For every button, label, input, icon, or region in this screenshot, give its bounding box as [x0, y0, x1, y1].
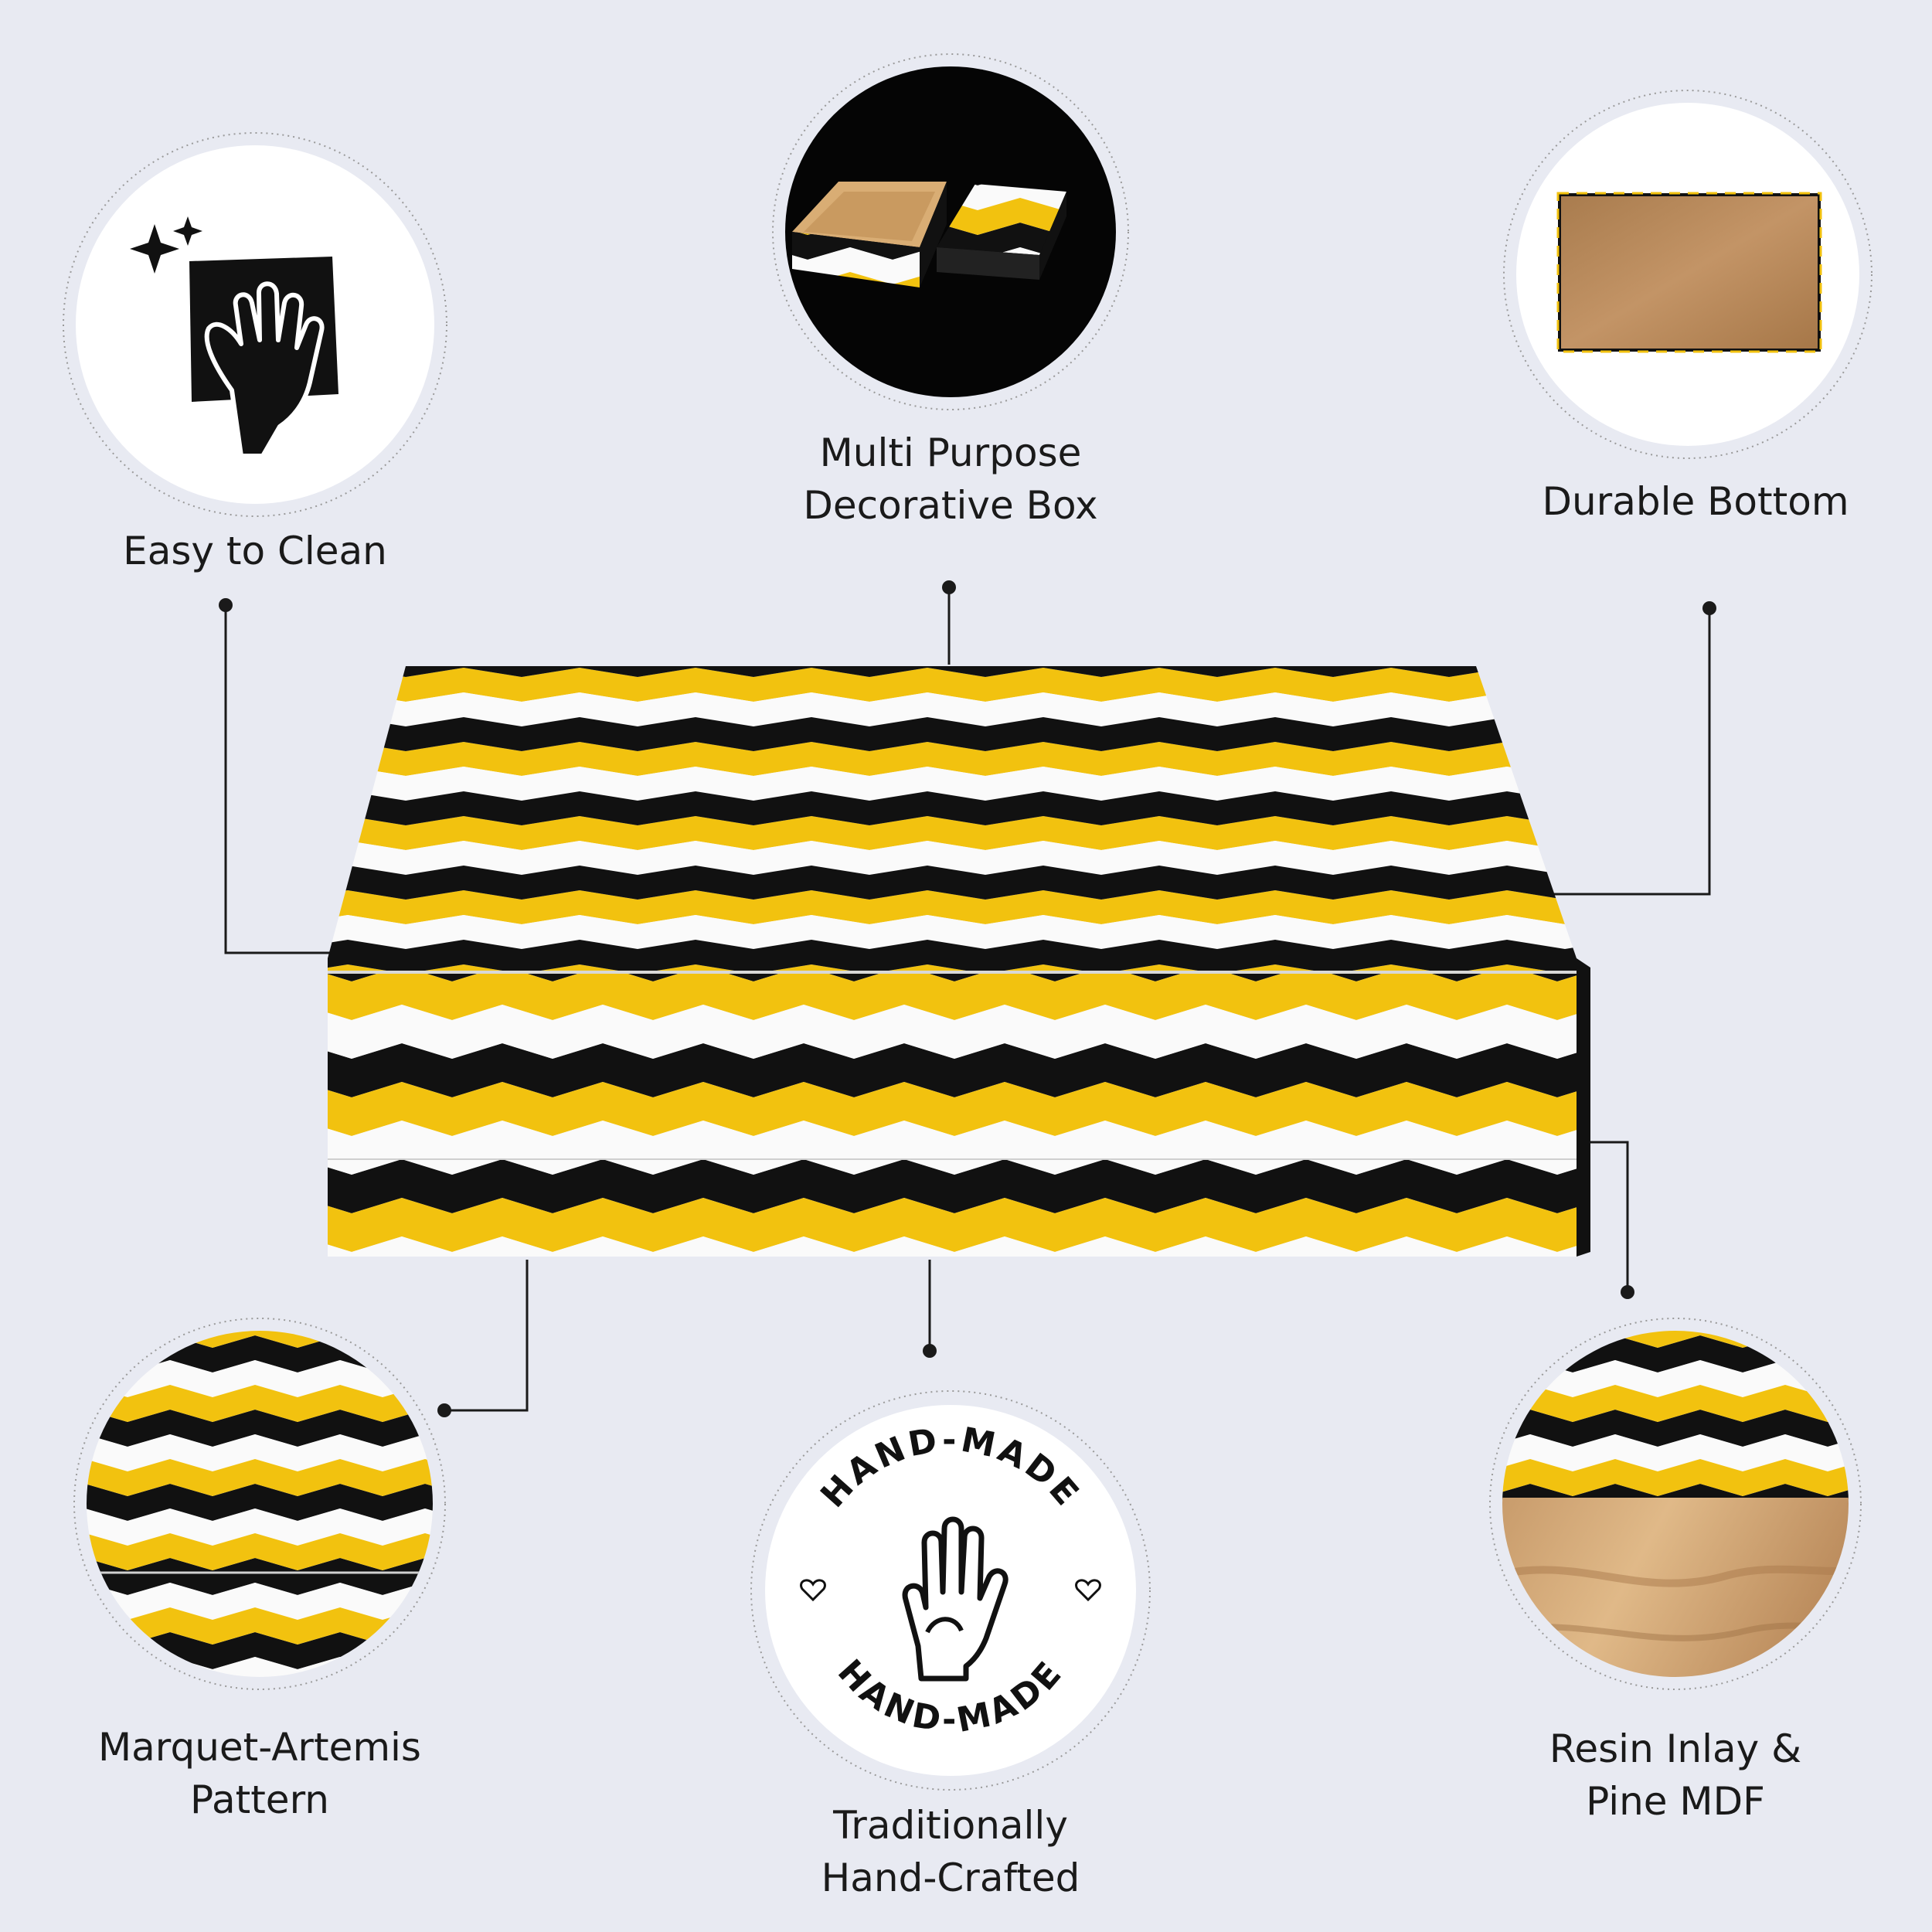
label-multi-purpose-line1: Multi Purpose [820, 430, 1082, 475]
connector-dots [219, 580, 1716, 1417]
chevron-pattern-closeup [87, 1331, 433, 1677]
label-resin-line2: Pine MDF [1586, 1779, 1765, 1824]
feature-handcrafted: HAND-MADE HAND-MADE [750, 1390, 1151, 1791]
wiping-hand-icon [130, 216, 338, 458]
decorative-box-photo [328, 666, 1590, 1257]
label-marquet-line2: Pattern [190, 1777, 329, 1822]
feature-easy-clean [63, 132, 447, 517]
label-resin-line1: Resin Inlay & [1549, 1726, 1801, 1771]
open-box-photo [792, 182, 1066, 287]
connector-lines [224, 587, 1711, 1412]
feature-multi-purpose [772, 53, 1129, 410]
label-durable-bottom: Durable Bottom [1542, 479, 1849, 524]
feature-marquet-pattern [73, 1318, 446, 1690]
wooden-bottom-photo [1556, 192, 1822, 353]
label-handcrafted-line1: Traditionally [832, 1803, 1068, 1848]
feature-resin-inlay [1489, 1318, 1862, 1690]
resin-and-wood-closeup [1502, 1331, 1849, 1677]
label-handcrafted-line2: Hand-Crafted [821, 1855, 1080, 1900]
label-multi-purpose-line2: Decorative Box [803, 483, 1097, 528]
feature-durable-bottom [1503, 90, 1872, 459]
label-easy-clean: Easy to Clean [123, 529, 387, 573]
label-marquet-line1: Marquet-Artemis [98, 1725, 421, 1770]
